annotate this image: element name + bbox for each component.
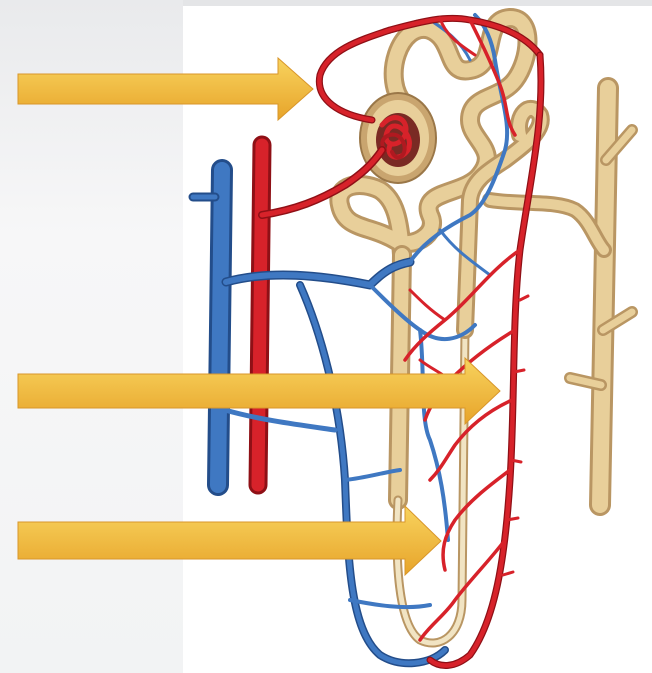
interlobular-vessels — [193, 145, 262, 485]
arrow-3 — [18, 506, 441, 575]
arrow-1 — [18, 58, 313, 120]
collecting-duct — [570, 88, 632, 505]
